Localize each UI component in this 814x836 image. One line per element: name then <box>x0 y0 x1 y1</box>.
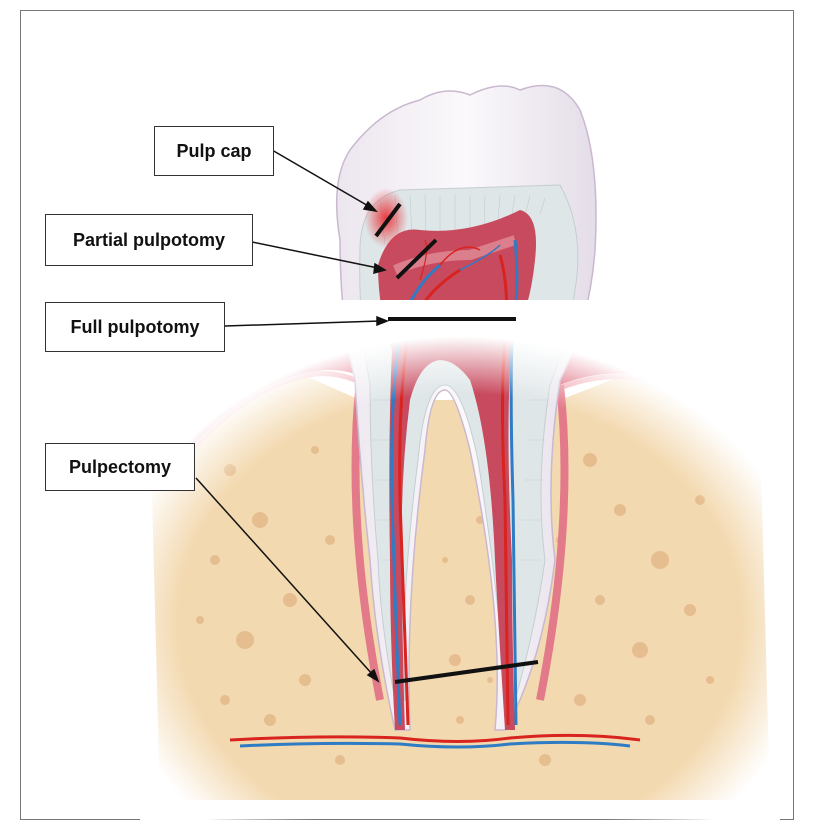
label-full-pulpotomy: Full pulpotomy <box>45 302 225 352</box>
full-pulpotomy-arrowhead <box>376 315 390 327</box>
label-pulpectomy: Pulpectomy <box>45 443 195 491</box>
partial-pulpotomy-line <box>395 238 438 280</box>
full-pulpotomy-leader <box>224 320 381 327</box>
leader-lines <box>195 149 390 683</box>
partial-pulpotomy-arrowhead <box>373 262 387 275</box>
pulpectomy-arrowhead <box>366 668 380 683</box>
pulpectomy-line <box>394 660 539 684</box>
pulp-cap-arrowhead <box>362 200 378 213</box>
pulpectomy-leader <box>195 477 374 676</box>
label-pulp-cap: Pulp cap <box>154 126 274 176</box>
pulp-cap-leader <box>271 149 371 208</box>
label-partial-pulpotomy: Partial pulpotomy <box>45 214 253 266</box>
pulp-cap-line <box>374 202 402 238</box>
treatment-lines <box>374 202 539 684</box>
vignette <box>140 300 780 820</box>
decay-spot <box>364 188 408 248</box>
partial-pulpotomy-leader <box>251 241 379 269</box>
